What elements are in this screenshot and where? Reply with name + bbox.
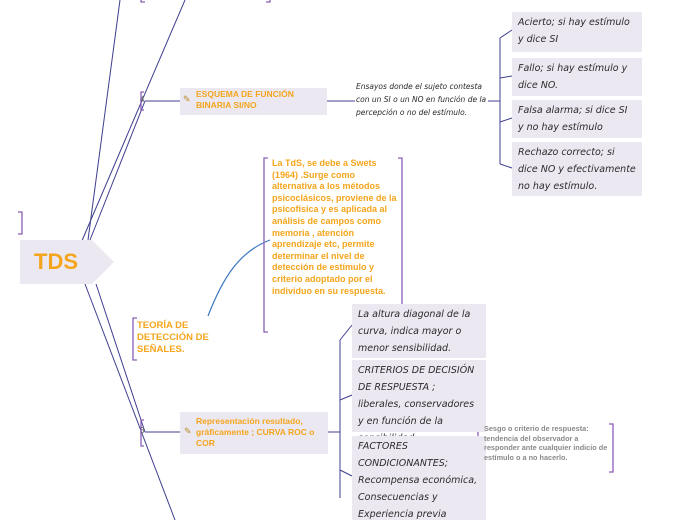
pencil-icon: ✎ bbox=[184, 426, 192, 436]
bracket-top bbox=[140, 0, 271, 3]
leaf-acierto[interactable]: Acierto; si hay estímulo y dice SI bbox=[512, 12, 642, 52]
leaf-criterios-decision[interactable]: CRITERIOS DE DECISIÓN DE RESPUESTA ; lib… bbox=[352, 360, 486, 444]
roc-branch-number: 3 bbox=[140, 426, 145, 435]
theory-label[interactable]: TEORÍA DE DETECCIÓN DE SEÑALES. bbox=[137, 320, 209, 355]
roc-branch-node[interactable] bbox=[180, 412, 328, 454]
theory-origin-text: La TdS, se debe a Swets (1964) .Surge co… bbox=[272, 158, 397, 296]
pencil-icon: ✎ bbox=[183, 94, 191, 104]
root-node[interactable] bbox=[20, 240, 92, 284]
connector-binary-leaves bbox=[488, 29, 513, 169]
bracket-theory bbox=[132, 317, 137, 361]
leaf-altura-diagonal[interactable]: La altura diagonal de la curva, indica m… bbox=[352, 304, 486, 358]
connector-roc bbox=[95, 283, 146, 433]
leaf-fallo[interactable]: Fallo; si hay estímulo y dice NO. bbox=[512, 58, 642, 96]
leaf-rechazo-correcto[interactable]: Rechazo correcto; si dice NO y efectivam… bbox=[512, 142, 642, 196]
connector-binary bbox=[89, 100, 146, 241]
connector-top-1 bbox=[87, 0, 121, 241]
bracket-roc bbox=[140, 419, 144, 447]
connector-roc-leaves bbox=[328, 324, 353, 498]
connector-bottom bbox=[84, 283, 176, 520]
connector-theory bbox=[207, 239, 271, 317]
leaf-falsa-alarma[interactable]: Falsa alarma; si dice SI y no hay estímu… bbox=[512, 100, 642, 138]
connector-top-2 bbox=[77, 0, 186, 251]
binary-branch-number: 4 bbox=[140, 95, 145, 104]
binary-branch-label: ESQUEMA DE FUNCIÓN BINARIA SI/NO bbox=[196, 89, 294, 110]
bracket-left bbox=[18, 211, 23, 235]
binary-branch-node[interactable] bbox=[180, 88, 327, 115]
binary-note: Ensayos donde el sujeto contesta con un … bbox=[356, 82, 487, 117]
root-label: TDS bbox=[34, 249, 78, 274]
sesgo-detail: Sesgo o criterio de respuesta: tendencia… bbox=[484, 424, 608, 462]
bracket-binary bbox=[140, 91, 144, 111]
roc-branch-label: Representación resultado, gráficamente ;… bbox=[196, 416, 315, 448]
leaf-factores-condicionantes[interactable]: FACTORES CONDICIONANTES; Recompensa econ… bbox=[352, 436, 486, 520]
root-node-arrow bbox=[92, 240, 114, 284]
